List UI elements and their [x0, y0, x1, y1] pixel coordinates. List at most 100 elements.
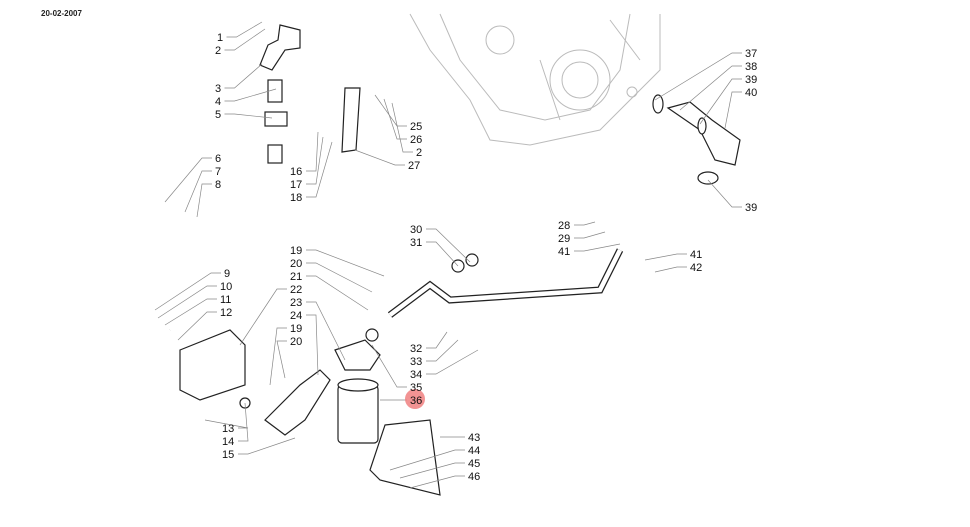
leader-line — [157, 285, 217, 319]
callout-35[interactable]: 35 — [410, 382, 422, 394]
leader-line — [679, 65, 742, 111]
leader-line — [699, 78, 742, 125]
callout-33[interactable]: 33 — [410, 356, 422, 368]
leader-line — [426, 349, 479, 375]
leader-line — [239, 288, 287, 346]
transmission-housing — [409, 13, 661, 146]
highlight-marker[interactable] — [405, 389, 425, 409]
callout-11[interactable]: 11 — [220, 294, 231, 306]
callout-12[interactable]: 12 — [220, 307, 232, 319]
leader-line — [426, 228, 471, 263]
callout-2[interactable]: 2 — [215, 45, 221, 57]
callout-25[interactable]: 25 — [410, 121, 422, 133]
callout-19[interactable]: 19 — [290, 323, 302, 335]
leader-line — [574, 231, 606, 239]
callout-8[interactable]: 8 — [215, 179, 221, 191]
callout-1[interactable]: 1 — [217, 32, 223, 44]
callout-14[interactable]: 14 — [222, 436, 234, 448]
leader-line — [399, 462, 465, 479]
callout-20[interactable]: 20 — [290, 336, 302, 348]
callout-28[interactable]: 28 — [558, 220, 570, 232]
leader-line — [306, 141, 333, 198]
leader-line — [224, 28, 266, 51]
callout-17[interactable]: 17 — [290, 179, 302, 191]
callout-41[interactable]: 41 — [558, 246, 570, 258]
leader-line — [177, 311, 217, 341]
leader-line — [409, 475, 465, 489]
leader-line — [306, 136, 324, 185]
leader-line — [238, 402, 249, 442]
leader-line — [654, 266, 687, 273]
callout-46[interactable]: 46 — [468, 471, 480, 483]
callout-10[interactable]: 10 — [220, 281, 232, 293]
callout-21[interactable]: 21 — [290, 271, 302, 283]
callout-labels: 1234567891011121314151617181920212223241… — [215, 32, 757, 483]
callout-6[interactable]: 6 — [215, 153, 221, 165]
leader-line — [204, 419, 249, 429]
callout-40[interactable]: 40 — [745, 87, 757, 99]
callout-42[interactable]: 42 — [690, 262, 702, 274]
leader-line — [574, 221, 596, 226]
leader-lines — [154, 21, 742, 489]
callout-34[interactable]: 34 — [410, 369, 422, 381]
oil-pipe-assembly — [97, 24, 741, 496]
leader-line — [654, 52, 742, 101]
callout-41[interactable]: 41 — [690, 249, 702, 261]
leader-line — [724, 91, 742, 129]
callout-44[interactable]: 44 — [468, 445, 480, 457]
callout-19[interactable]: 19 — [290, 245, 302, 257]
callout-39[interactable]: 39 — [745, 202, 757, 214]
callout-38[interactable]: 38 — [745, 61, 757, 73]
leader-line — [224, 88, 277, 102]
leader-line — [644, 253, 687, 261]
leader-line — [389, 449, 465, 471]
callout-32[interactable]: 32 — [410, 343, 422, 355]
leader-line — [371, 344, 407, 388]
leader-line — [306, 314, 319, 376]
leader-line — [306, 249, 385, 277]
callout-23[interactable]: 23 — [290, 297, 302, 309]
callout-22[interactable]: 22 — [290, 284, 302, 296]
callout-39[interactable]: 39 — [745, 74, 757, 86]
callout-20[interactable]: 20 — [290, 258, 302, 270]
callout-36[interactable]: 36 — [410, 395, 422, 407]
leader-line — [707, 179, 742, 208]
callout-13[interactable]: 13 — [222, 423, 234, 435]
leader-line — [383, 98, 407, 140]
callout-5[interactable]: 5 — [215, 109, 221, 121]
callout-16[interactable]: 16 — [290, 166, 302, 178]
callout-15[interactable]: 15 — [222, 449, 234, 461]
callout-26[interactable]: 26 — [410, 134, 422, 146]
callout-4[interactable]: 4 — [215, 96, 221, 108]
callout-37[interactable]: 37 — [745, 48, 757, 60]
callout-31[interactable]: 31 — [410, 237, 422, 249]
callout-2[interactable]: 2 — [416, 147, 422, 159]
drawing-date: 20-02-2007 — [41, 9, 82, 18]
leader-line — [306, 262, 373, 293]
leader-line — [306, 275, 369, 311]
callout-3[interactable]: 3 — [215, 83, 221, 95]
leader-line — [306, 131, 319, 172]
callout-29[interactable]: 29 — [558, 233, 570, 245]
leader-line — [276, 340, 287, 379]
callout-18[interactable]: 18 — [290, 192, 302, 204]
callout-7[interactable]: 7 — [215, 166, 221, 178]
leader-line — [426, 339, 459, 362]
callout-9[interactable]: 9 — [224, 268, 230, 280]
callout-45[interactable]: 45 — [468, 458, 480, 470]
leader-line — [196, 183, 212, 218]
leader-line — [391, 102, 413, 153]
callout-30[interactable]: 30 — [410, 224, 422, 236]
callout-24[interactable]: 24 — [290, 310, 302, 322]
leader-line — [164, 157, 212, 203]
callout-43[interactable]: 43 — [468, 432, 480, 444]
leader-line — [238, 437, 296, 455]
leader-line — [354, 149, 405, 166]
leader-line — [224, 63, 263, 89]
leader-line — [306, 301, 346, 361]
leader-line — [574, 243, 621, 252]
leader-line — [154, 272, 221, 311]
callout-27[interactable]: 27 — [408, 160, 420, 172]
leader-line — [426, 241, 459, 267]
